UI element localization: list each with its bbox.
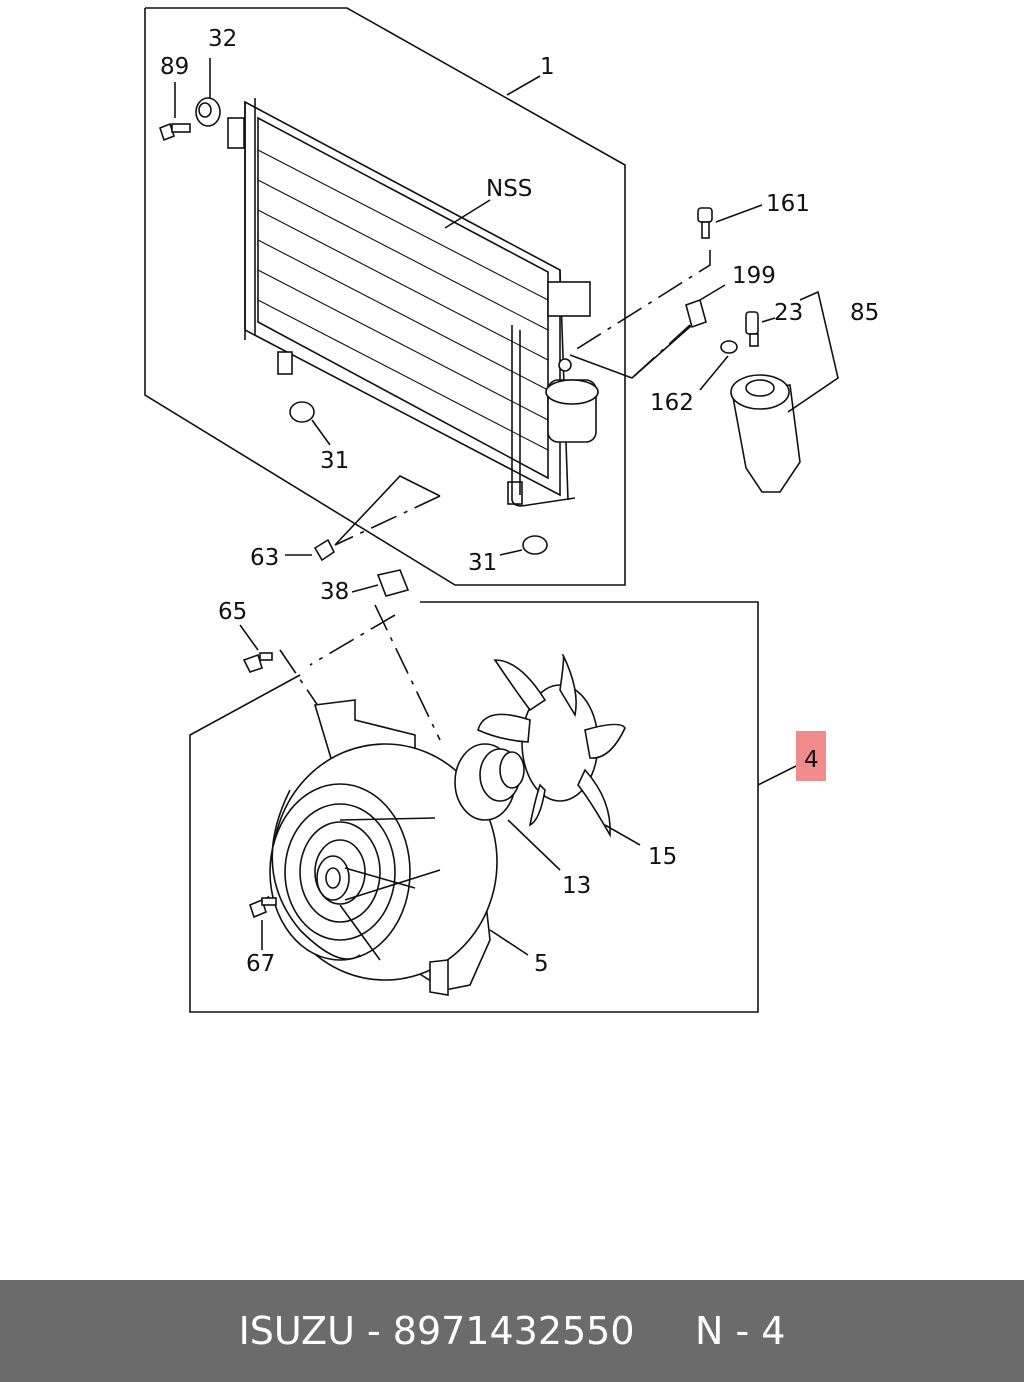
fan-group-outline (189, 601, 797, 1013)
footer-brand: ISUZU (238, 1309, 355, 1353)
callout-1: 1 (540, 54, 555, 80)
clip-38 (351, 569, 410, 597)
bolt-67 (249, 897, 277, 950)
condenser-group-outline (144, 7, 626, 586)
receiver-drier-mounted (545, 358, 599, 443)
callout-4: 4 (804, 747, 819, 773)
callout-65: 65 (218, 599, 247, 625)
mount-bushing-32 (195, 58, 221, 127)
callout-nss: NSS (486, 176, 532, 202)
footer-bar: ISUZU - 8971432550 N - 4 (0, 1280, 1024, 1382)
pressure-switch-23 (745, 311, 776, 347)
callout-23: 23 (774, 300, 803, 326)
fan-shroud-5 (269, 699, 529, 996)
rubber-mount-31-upper (289, 401, 331, 446)
callout-4-highlight (796, 731, 826, 781)
callout-13: 13 (562, 873, 591, 899)
bracket-199 (685, 284, 726, 329)
bolt-161 (697, 204, 763, 239)
footer-separator: - (354, 1309, 393, 1353)
callout-63: 63 (250, 545, 279, 571)
parts-diagram: 1 32 89 NSS 161 199 23 85 162 31 31 63 3… (144, 7, 879, 1013)
callout-89: 89 (160, 54, 189, 80)
footer-section: N - 4 (694, 1309, 786, 1353)
callout-15: 15 (648, 844, 677, 870)
callout-31-lower: 31 (468, 550, 497, 576)
callout-31-upper: 31 (320, 448, 349, 474)
callout-32: 32 (208, 26, 237, 52)
callout-199: 199 (732, 263, 776, 289)
washer-162 (699, 340, 738, 391)
bolt-65 (239, 624, 273, 673)
callout-5: 5 (534, 951, 549, 977)
fan-clutch-13 (454, 743, 561, 871)
bolt-63 (285, 538, 336, 562)
footer-gap (635, 1309, 695, 1353)
callout-67: 67 (246, 951, 275, 977)
condenser (227, 98, 591, 507)
receiver-drier-85 (730, 290, 839, 493)
bolt-89 (159, 82, 191, 142)
footer-part-number: 8971432550 (392, 1309, 635, 1353)
callout-85: 85 (850, 300, 879, 326)
callout-162: 162 (650, 390, 694, 416)
fan-15 (477, 654, 641, 846)
rubber-mount-31-lower (499, 535, 548, 556)
callout-161: 161 (766, 191, 810, 217)
callout-38: 38 (320, 579, 349, 605)
